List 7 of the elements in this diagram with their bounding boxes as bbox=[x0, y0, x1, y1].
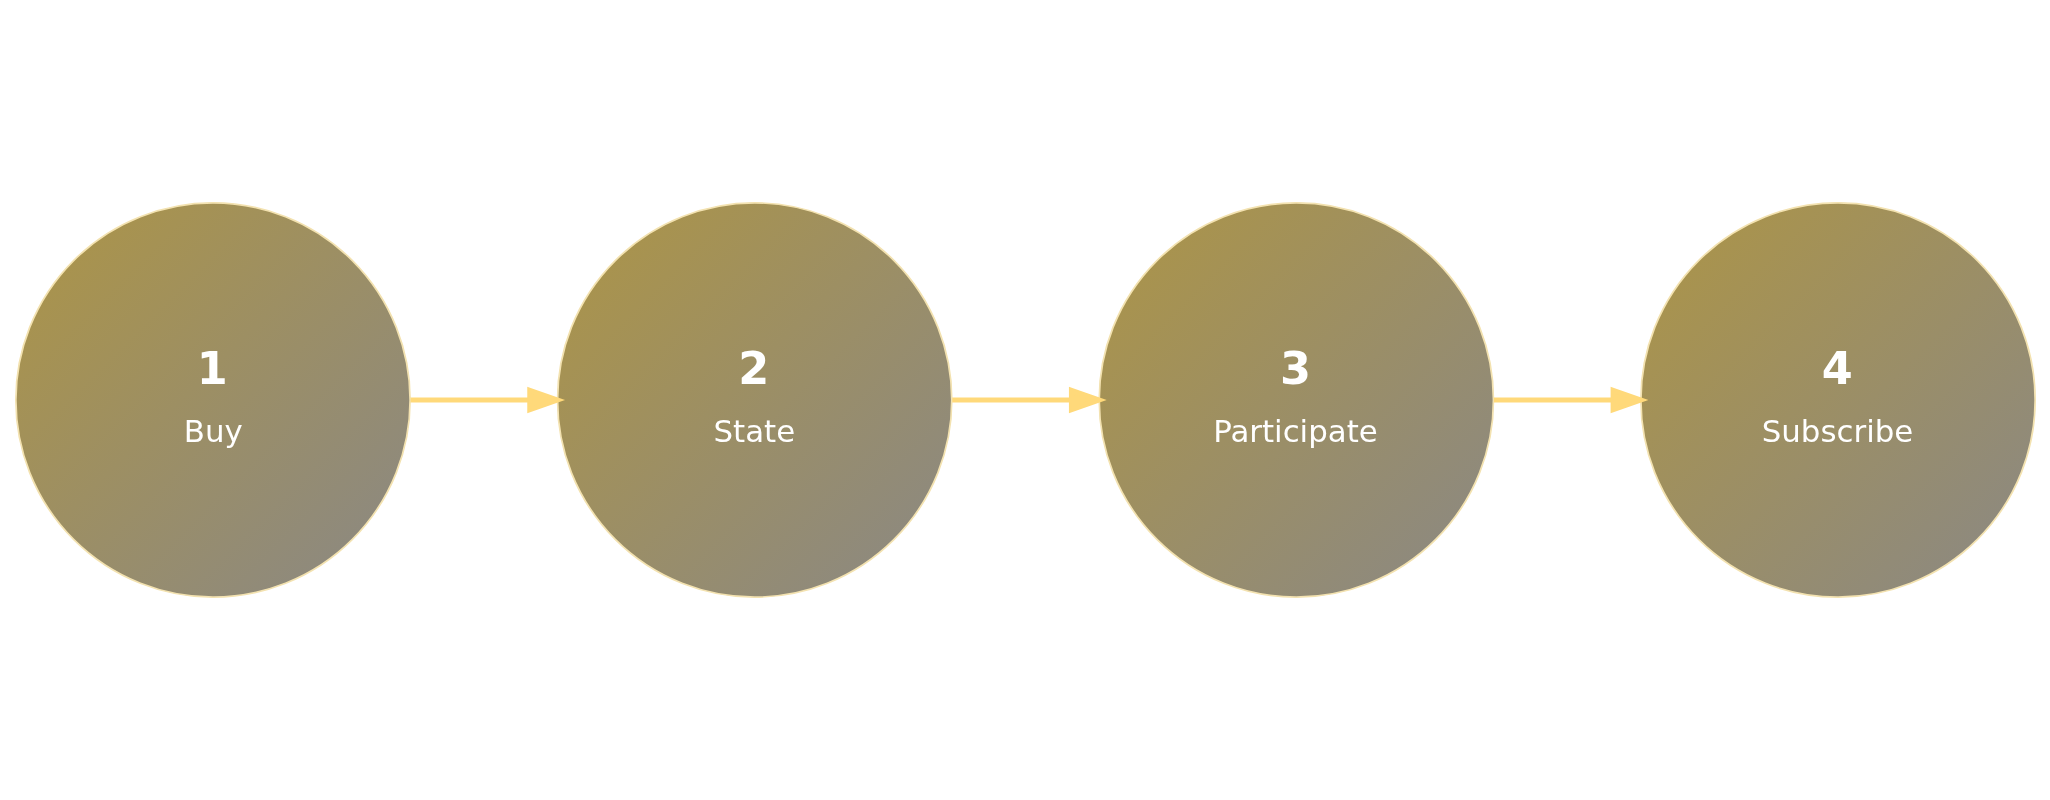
arrow bbox=[951, 386, 1107, 414]
node-circle: 3 Participate bbox=[1097, 202, 1494, 598]
arrow bbox=[410, 386, 565, 414]
node-circle: 2 State bbox=[556, 202, 953, 598]
arrow bbox=[1493, 386, 1648, 414]
node-circle: 4 Subscribe bbox=[1639, 202, 2036, 598]
node-circle: 1 Buy bbox=[14, 202, 411, 598]
